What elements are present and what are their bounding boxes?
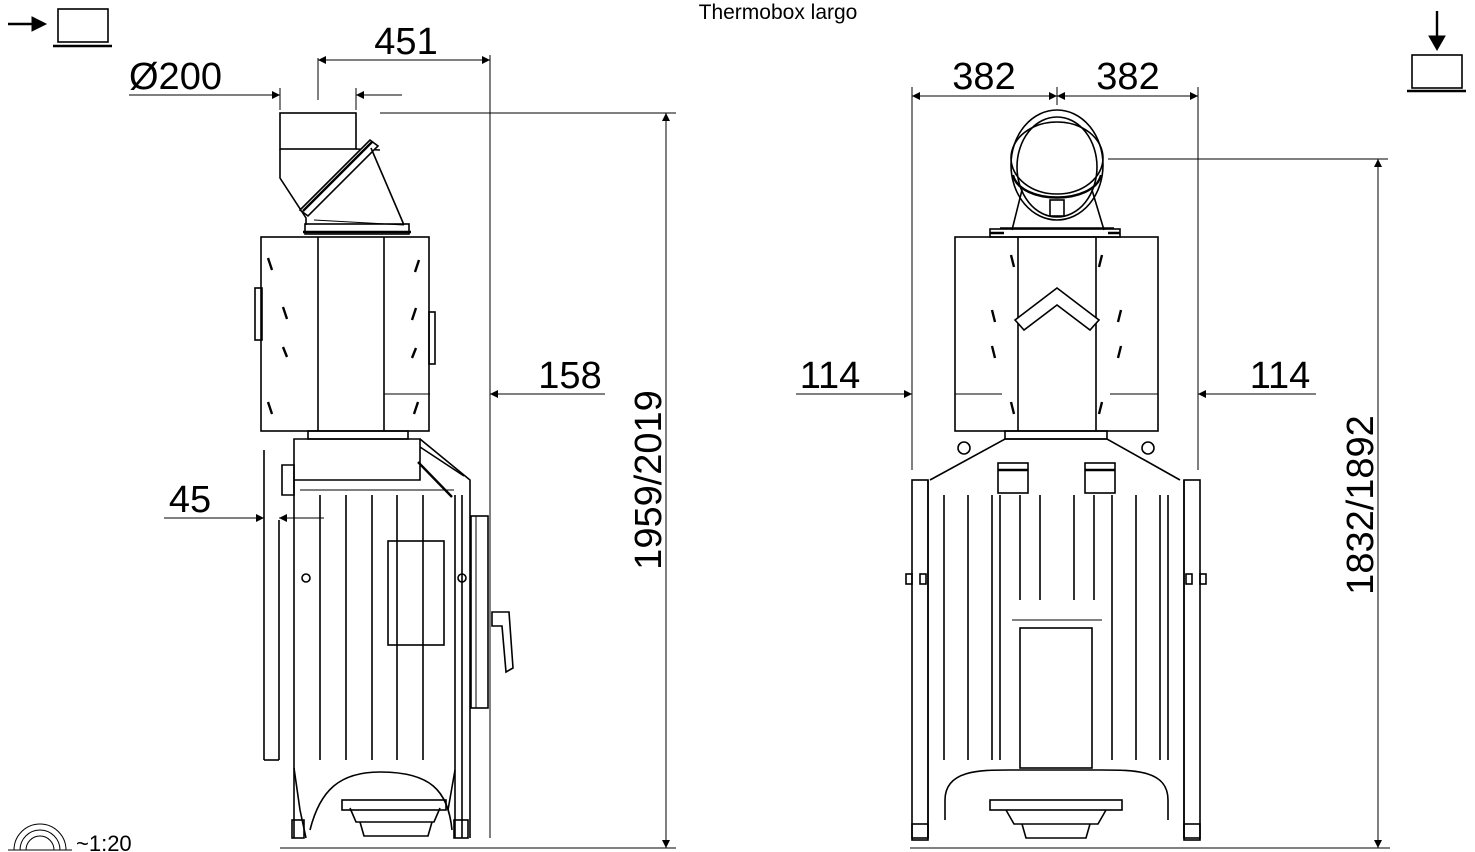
top-down-arrow-icon bbox=[1407, 11, 1466, 93]
dim-right-overhang: 114 bbox=[1110, 355, 1316, 398]
dim-half-width-left-label: 382 bbox=[952, 56, 1015, 98]
dim-flue-diameter-label: Ø200 bbox=[129, 56, 222, 98]
dim-total-height-side: 1959/2019 bbox=[380, 112, 676, 849]
dim-half-width-right: 382 bbox=[1057, 56, 1198, 100]
side-view: Ø200 451 158 45 1959/2019 bbox=[129, 21, 676, 849]
dim-left-overhang-label: 114 bbox=[800, 355, 861, 397]
stove-body-front bbox=[905, 438, 1390, 849]
scale-icon bbox=[8, 823, 72, 851]
thermobox-side bbox=[254, 236, 436, 432]
side-view-arrow-icon bbox=[8, 8, 112, 48]
dim-flue-diameter: Ø200 bbox=[129, 56, 402, 110]
dim-half-width-right-label: 382 bbox=[1096, 56, 1159, 98]
dim-side-offset: 45 bbox=[164, 479, 324, 522]
dim-top-overhang-label: 158 bbox=[538, 355, 601, 397]
dim-half-width-left: 382 bbox=[911, 56, 1199, 470]
dim-flue-offset-label: 451 bbox=[374, 21, 437, 63]
flue-elbow bbox=[279, 112, 405, 226]
thermobox-front bbox=[954, 236, 1159, 432]
dim-right-overhang-label: 114 bbox=[1250, 355, 1311, 397]
dim-left-overhang: 114 bbox=[796, 355, 1002, 398]
scale-label: ~1:20 bbox=[76, 831, 132, 852]
dim-total-height-front-label: 1832/1892 bbox=[1340, 415, 1382, 595]
flue-flange bbox=[304, 223, 410, 235]
dim-total-height-side-label: 1959/2019 bbox=[628, 390, 670, 570]
dim-side-offset-label: 45 bbox=[169, 479, 211, 521]
drawing-title: Thermobox largo bbox=[699, 1, 858, 24]
flue-ring bbox=[1000, 109, 1114, 231]
dim-flue-offset: 451 bbox=[317, 21, 491, 838]
front-view: 382 382 114 114 1832/1892 bbox=[796, 56, 1390, 849]
dim-total-height-front: 1832/1892 bbox=[1108, 158, 1388, 848]
dim-top-overhang: 158 bbox=[384, 355, 605, 398]
stove-body-side bbox=[263, 438, 590, 849]
